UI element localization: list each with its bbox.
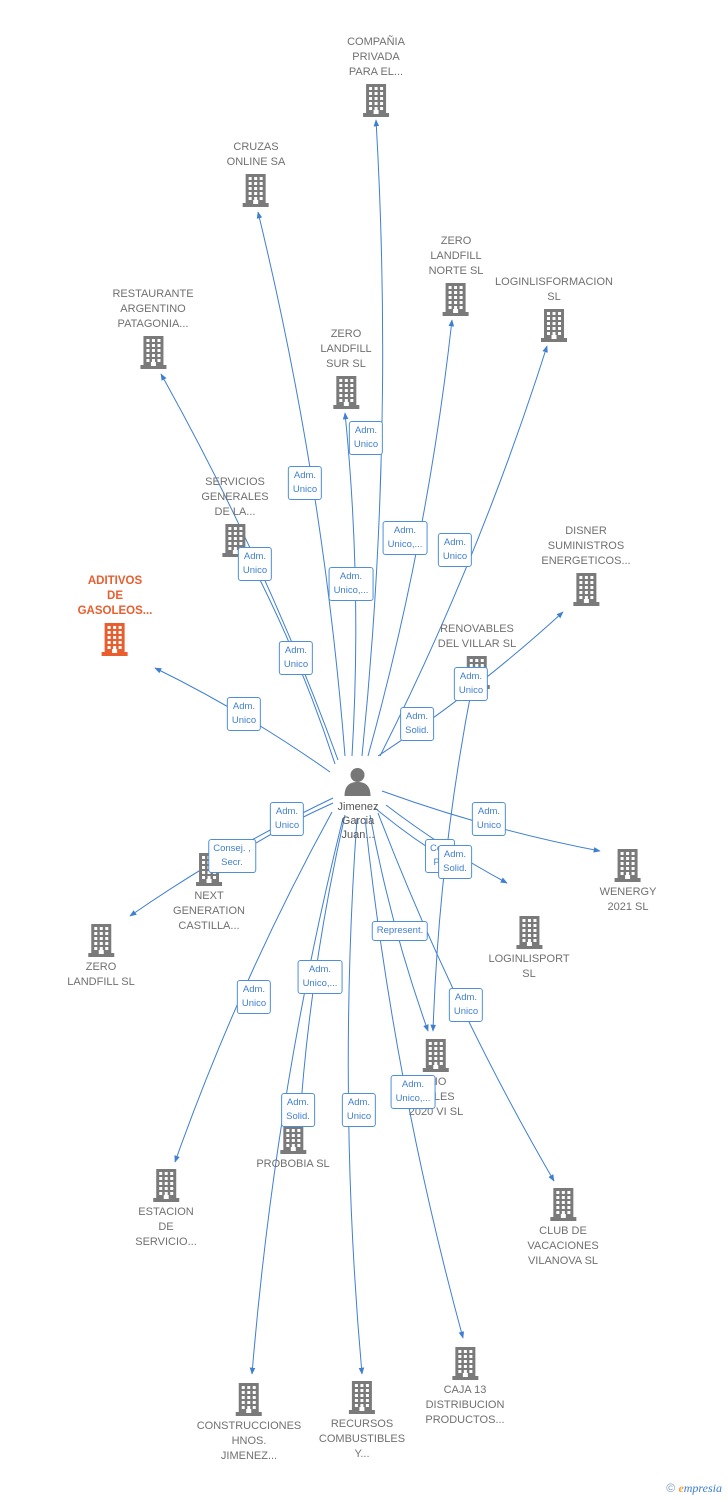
- building-icon: [425, 1346, 504, 1380]
- building-icon: [135, 1168, 197, 1202]
- company-label: PROBOBIA SL: [256, 1158, 330, 1170]
- relation-label-loginlisformacion[interactable]: Adm.Unico: [437, 533, 473, 567]
- relation-label-zero-sur[interactable]: Adm.Unico: [348, 421, 384, 455]
- building-icon: [429, 282, 484, 316]
- relation-label-construcciones[interactable]: Adm.Solid.: [281, 1093, 315, 1127]
- relation-label-combustibles2020[interactable]: Adm.Solid.: [438, 845, 472, 879]
- center-person-name: Jimenez Garcia Juan...: [337, 801, 379, 841]
- relation-label-zero-norte[interactable]: Adm.Unico,...: [382, 521, 428, 555]
- relation-label-next[interactable]: Consej. ,Secr.: [208, 839, 256, 873]
- relation-label-probobia[interactable]: Adm.Unico,...: [297, 960, 343, 994]
- relation-label-restaurante[interactable]: Adm.Unico: [237, 547, 273, 581]
- building-icon: [409, 1038, 463, 1072]
- relation-label-caja13[interactable]: Adm.Unico,...: [390, 1075, 436, 1109]
- copyright-symbol: ©: [666, 1481, 676, 1495]
- relation-label-combustibles2020[interactable]: Adm.Unico: [453, 667, 489, 701]
- empresia-logo: empresia: [678, 1481, 722, 1495]
- building-icon: [227, 173, 286, 207]
- building-icon: [495, 308, 613, 342]
- relation-label-estacion[interactable]: Adm.Unico: [236, 980, 272, 1014]
- person-icon: [345, 768, 371, 796]
- relation-label-cruzas[interactable]: Adm.Unico: [287, 466, 323, 500]
- building-icon: [78, 622, 153, 656]
- building-icon: [600, 848, 657, 882]
- relation-label-zero-sl[interactable]: Adm.Unico: [269, 802, 305, 836]
- building-icon: [527, 1187, 598, 1221]
- relation-label-wenergy[interactable]: Adm.Unico: [471, 802, 507, 836]
- relation-label-recursos[interactable]: Adm.Unico: [341, 1093, 377, 1127]
- center-person[interactable]: Jimenez Garcia Juan...: [337, 766, 379, 842]
- relation-label-compania[interactable]: Adm.Unico,...: [328, 567, 374, 601]
- relation-label-servicios[interactable]: Adm.Unico: [278, 641, 314, 675]
- building-icon: [488, 915, 569, 949]
- relation-label-club[interactable]: Adm.Unico: [448, 988, 484, 1022]
- company-node-probobia[interactable]: PROBOBIA SL: [256, 1120, 330, 1172]
- building-icon: [67, 923, 134, 957]
- footer-brand[interactable]: © empresia: [666, 1481, 722, 1496]
- building-icon: [112, 335, 193, 369]
- relation-label-disner[interactable]: Adm.Solid.: [400, 707, 434, 741]
- building-icon: [197, 1382, 302, 1416]
- building-icon: [319, 1380, 405, 1414]
- building-icon: [541, 572, 630, 606]
- relation-label-aditivos[interactable]: Adm.Unico: [226, 697, 262, 731]
- building-icon: [320, 375, 371, 409]
- building-icon: [347, 83, 405, 117]
- relation-label-combustibles2020[interactable]: Represent.: [371, 921, 429, 941]
